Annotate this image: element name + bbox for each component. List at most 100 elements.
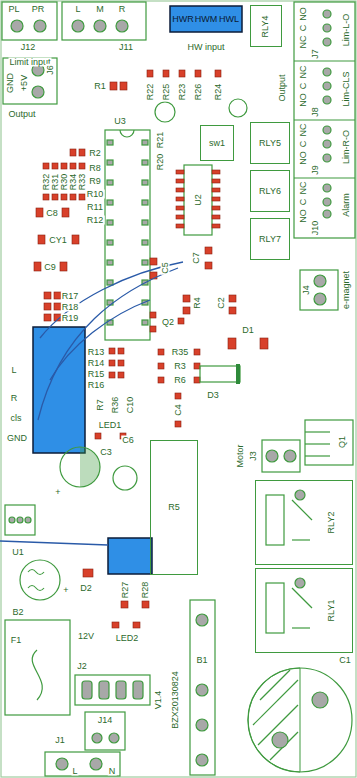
terminal-block xyxy=(323,68,331,76)
silkscreen-label: U3 xyxy=(113,117,127,126)
terminal-block xyxy=(32,86,44,98)
silkscreen-label: B1 xyxy=(195,656,208,665)
silkscreen-label: J12 xyxy=(20,43,37,52)
terminal-block xyxy=(294,2,355,238)
smd-pad xyxy=(110,82,117,90)
ic-outline xyxy=(107,240,113,245)
pin-label: NC xyxy=(299,35,308,50)
smd-pad xyxy=(79,149,85,156)
relay-symbol xyxy=(266,495,284,545)
smd-pad xyxy=(215,70,221,77)
ic-outline xyxy=(212,188,220,192)
capacitor-symbol xyxy=(270,732,298,760)
smd-pad xyxy=(147,70,153,77)
smd-pad xyxy=(229,307,236,314)
silkscreen-label: R8 xyxy=(88,164,102,173)
silkscreen-label: R15 xyxy=(87,370,106,379)
smd-pad xyxy=(36,208,43,217)
silkscreen-label: Q2 xyxy=(161,318,175,327)
capacitor-symbol xyxy=(60,447,100,487)
terminal-block xyxy=(284,450,296,462)
pin-label: R28 xyxy=(141,581,150,600)
silkscreen-label: R xyxy=(118,5,127,14)
silkscreen-label: R14 xyxy=(87,359,106,368)
header-connector xyxy=(109,733,119,743)
silkscreen-label: PL xyxy=(7,5,20,14)
relay-symbol xyxy=(295,578,305,588)
pin-label: R32 xyxy=(42,173,51,192)
silkscreen-label: C6 xyxy=(121,436,135,445)
smd-pad xyxy=(34,262,41,271)
silkscreen-label: R19 xyxy=(61,314,80,323)
capacitor-symbol xyxy=(312,692,328,708)
ic-outline xyxy=(105,130,220,340)
pin-label: NC xyxy=(299,123,308,138)
pin-label: R36 xyxy=(111,396,120,415)
silkscreen-label: C9 xyxy=(43,263,57,272)
silkscreen-label: J11 xyxy=(118,43,134,52)
ic-outline xyxy=(107,280,113,285)
terminal-block xyxy=(62,2,146,40)
terminal-block xyxy=(323,38,331,46)
bridge-rectifier xyxy=(28,586,44,591)
pin-label: V1.4 xyxy=(154,690,163,711)
heatsink xyxy=(305,420,353,465)
part-designator: RLY5 xyxy=(258,139,282,148)
ic-outline xyxy=(142,220,148,225)
header-connector xyxy=(196,614,208,626)
pin-label: U2 xyxy=(194,193,203,207)
header-connector xyxy=(196,719,208,731)
smd-pad xyxy=(44,303,51,310)
pin-label: R22 xyxy=(146,83,155,102)
ic-outline xyxy=(176,206,184,210)
relay-symbol xyxy=(295,490,305,500)
header-connector xyxy=(133,681,143,699)
pin-label: NO xyxy=(299,6,308,22)
bridge-rectifier xyxy=(20,560,60,600)
smd-pad xyxy=(95,433,101,439)
smd-pad xyxy=(79,163,85,169)
terminal-block xyxy=(323,82,331,90)
pin-label: C4 xyxy=(174,403,183,417)
ic-outline xyxy=(142,320,148,325)
pin-label: C xyxy=(299,198,308,207)
smd-pad xyxy=(194,349,200,355)
pin-label: +5V xyxy=(20,74,29,92)
silkscreen-label: C3 xyxy=(99,448,113,457)
heatsink xyxy=(305,455,330,456)
terminal-block xyxy=(323,210,331,218)
pin-label: J4 xyxy=(302,284,311,296)
ic-outline xyxy=(107,160,113,165)
ic-outline xyxy=(212,197,220,201)
smd-pad xyxy=(62,208,69,217)
pin-label: R24 xyxy=(214,83,223,102)
smd-pad xyxy=(121,601,128,608)
terminal-block xyxy=(72,20,84,32)
relay-symbol xyxy=(292,588,312,608)
smd-pad xyxy=(70,194,76,200)
terminal-block xyxy=(323,24,331,32)
diode-symbol xyxy=(200,366,240,382)
ic-outline xyxy=(176,179,184,183)
pin-label: GND xyxy=(6,72,15,94)
silkscreen-label: J1 xyxy=(54,736,66,745)
smd-pad xyxy=(83,569,93,577)
silkscreen-label: cls xyxy=(10,414,23,423)
connector-block xyxy=(108,538,152,574)
silkscreen-label: LED1 xyxy=(98,421,123,430)
smd-pad xyxy=(61,194,67,200)
pin-label: J10 xyxy=(311,220,320,237)
ic-outline xyxy=(212,215,220,219)
jumper-wire xyxy=(50,300,150,380)
header-connector xyxy=(85,712,125,750)
smd-pad xyxy=(44,314,51,321)
part-designator: RLY1 xyxy=(328,599,337,623)
ic-outline xyxy=(176,224,184,228)
jumper-wire xyxy=(38,268,178,420)
ic-outline xyxy=(107,220,113,225)
pin-label: R26 xyxy=(194,83,203,102)
heatsink xyxy=(305,443,330,444)
silkscreen-label: J14 xyxy=(97,716,114,725)
ic-outline xyxy=(176,197,184,201)
